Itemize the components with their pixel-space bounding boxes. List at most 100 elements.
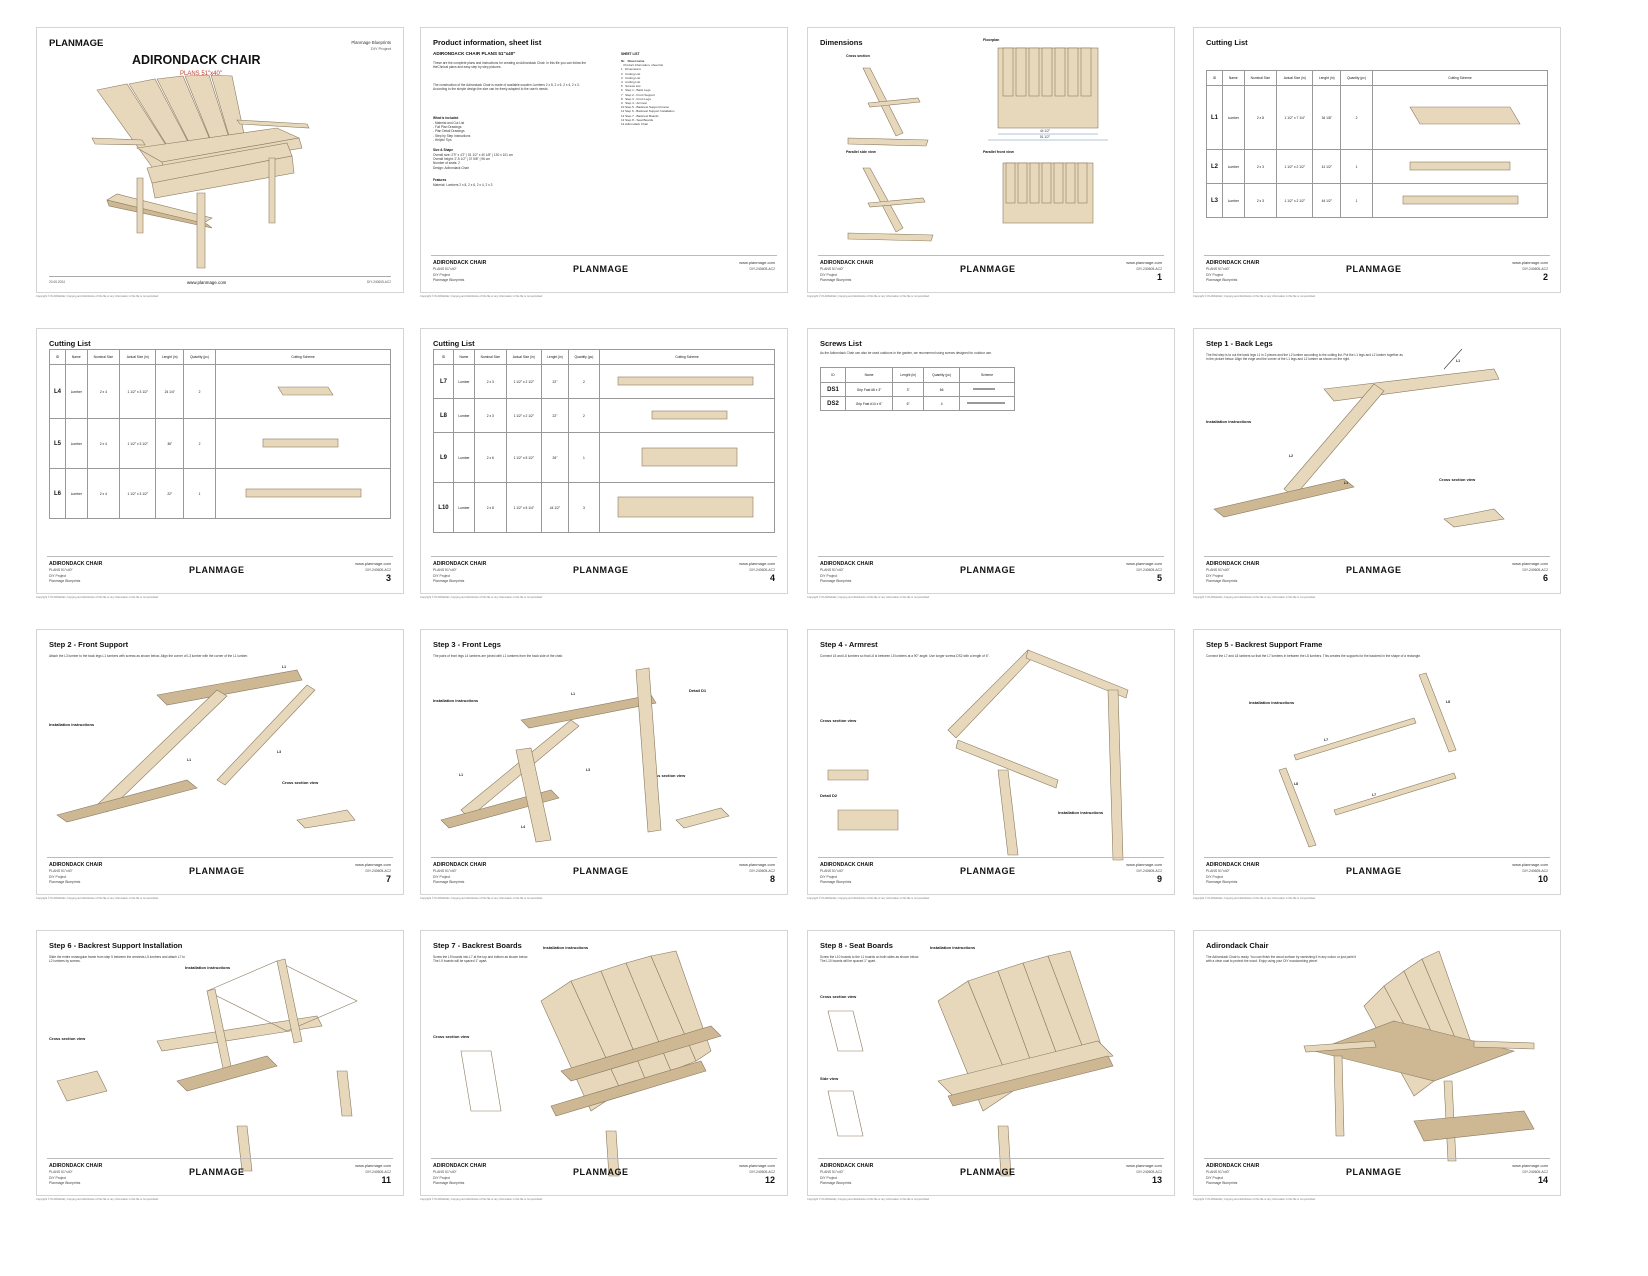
install-label: Installation instructions: [1249, 700, 1295, 705]
install-label: Installation instructions: [543, 945, 589, 950]
sheet-info[interactable]: Product information, sheet list ADIRONDA…: [420, 27, 788, 293]
cross-section-label: Cross section view: [649, 773, 686, 778]
sheet-number: 13: [1151, 1175, 1162, 1185]
step-description: The pairs of front legs L4 lumbers are j…: [433, 654, 563, 658]
cut-scheme: [1402, 195, 1519, 205]
sheet-title: Step 6 - Backrest Support Installation: [49, 941, 183, 950]
sheet-step-7[interactable]: Step 7 - Backrest Boards Screw the L9 bo…: [420, 930, 788, 1196]
sheet-screws-list[interactable]: Screws List As the Adirondack Chair can …: [807, 328, 1175, 594]
cross-section-label: Cross section: [846, 54, 870, 58]
chair-illustration: [1303, 950, 1535, 1162]
step-description: Connect L5 and L6 lumbers so that L6 is …: [820, 654, 990, 658]
copyright-note: Copyright © PLANMAGE | Copying and distr…: [807, 897, 930, 900]
sheet-title: Screws List: [820, 339, 862, 348]
size-heading: Size & Shape: [433, 148, 454, 152]
copyright-note: Copyright © PLANMAGE | Copying and distr…: [1193, 1198, 1316, 1201]
cut-scheme: [277, 386, 334, 396]
cross-section-label: Cross section view: [1439, 477, 1476, 482]
sheet-number: 8: [769, 874, 775, 884]
sheet-step-3[interactable]: Step 3 - Front Legs The pairs of front l…: [420, 629, 788, 895]
sheet-step-2[interactable]: Step 2 - Front Support Attach the L3 lum…: [36, 629, 404, 895]
sheet-step-8[interactable]: Step 8 - Seat Boards Screw the L10 board…: [807, 930, 1175, 1196]
planmage-logo: PLANMAGE: [49, 38, 104, 49]
features-heading: Features: [433, 178, 447, 182]
cross-section-label: Cross section view: [820, 994, 857, 999]
step-description: Connect the L7 and L8 lumbers so that th…: [1206, 654, 1421, 658]
info-heading: ADIRONDACK CHAIR PLANS 51"x40": [433, 51, 516, 56]
copyright-note: Copyright © PLANMAGE | Copying and distr…: [1193, 897, 1316, 900]
step-illustration: [56, 669, 356, 829]
copyright-note: Copyright © PLANMAGE | Copying and distr…: [807, 1198, 930, 1201]
sheet-cover[interactable]: PLANMAGE Planmage Blueprints DIY Project…: [36, 27, 404, 293]
sheet-step-1[interactable]: Step 1 - Back Legs The first step is to …: [1193, 328, 1561, 594]
sheet-number: 9: [1156, 874, 1162, 884]
sheet-title: Cutting List: [433, 339, 475, 348]
step-description: Attach the L3 lumber to the back legs L1…: [49, 654, 248, 658]
screws-intro: As the Adirondack Chair can also be used…: [820, 351, 992, 355]
side-view-label: Side view: [820, 1076, 839, 1081]
sheet-title: Dimensions: [820, 38, 863, 47]
install-label: Installation instructions: [185, 965, 231, 970]
sheet-dimensions[interactable]: Dimensions Cross section Floorplan Paral…: [807, 27, 1175, 293]
step-illustration: [827, 649, 1129, 861]
step-illustration: [827, 950, 1114, 1177]
screw-icon: [967, 402, 1005, 404]
copyright-note: Copyright © PLANMAGE | Copying and distr…: [1193, 596, 1316, 599]
included-heading: What is included: [433, 116, 459, 120]
footer-logo: PLANMAGE: [573, 264, 629, 274]
sheet-title: Step 8 - Seat Boards: [820, 941, 893, 950]
width-dimension: 44 1/2": [1040, 129, 1050, 133]
install-label: Installation instructions: [433, 698, 479, 703]
detail-d1-label: Detail D1: [689, 688, 707, 693]
dimension-drawings: [847, 47, 1108, 242]
screw-icon: [973, 388, 995, 390]
sheet-number: 4: [769, 573, 775, 583]
copyright-note: Copyright © PLANMAGE | Copying and distr…: [807, 596, 930, 599]
sheet-step-5[interactable]: Step 5 - Backrest Support Frame Connect …: [1193, 629, 1561, 895]
cover-url[interactable]: www.planmage.com: [187, 280, 227, 285]
cut-scheme: [617, 496, 754, 518]
side-view-label: Parallel side view: [846, 150, 876, 154]
sheet-title: Step 3 - Front Legs: [433, 640, 501, 649]
sheet-number: 5: [1156, 573, 1162, 583]
sheet-title: Step 4 - Armrest: [820, 640, 878, 649]
step-illustration: [440, 667, 730, 843]
footer-url[interactable]: www.planmage.com: [739, 260, 775, 265]
sheet-number: 3: [385, 573, 391, 583]
sheetlist-table: Nr. Sheet name Product information, shee…: [621, 59, 675, 127]
sheetlist-row: Nr. Sheet name: [621, 59, 645, 63]
step-illustration: [460, 950, 722, 1177]
sheet-step-6[interactable]: Step 6 - Backrest Support Installation S…: [36, 930, 404, 1196]
sheet-title: Step 1 - Back Legs: [1206, 339, 1273, 348]
cross-section-label: Cross section view: [433, 1034, 470, 1039]
sheet-number: 14: [1537, 1175, 1548, 1185]
sheet-final[interactable]: Adirondack Chair The Adirondack Chair is…: [1193, 930, 1561, 1196]
sheet-number: 7: [385, 874, 391, 884]
step-description: The Adirondack Chair is ready. You can f…: [1206, 955, 1357, 964]
sheet-title: Adirondack Chair: [1206, 941, 1269, 950]
sheet-step-4[interactable]: Step 4 - Armrest Connect L5 and L6 lumbe…: [807, 629, 1175, 895]
sheet-title: Cutting List: [49, 339, 91, 348]
